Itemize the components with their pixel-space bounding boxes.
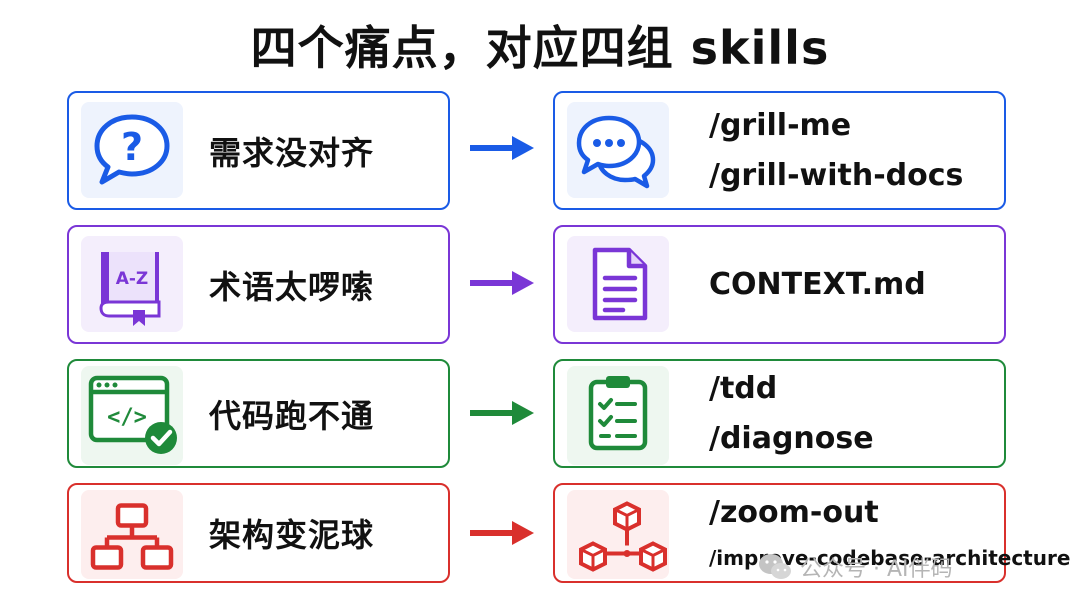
skill-command: CONTEXT.md xyxy=(709,266,926,302)
svg-text:?: ? xyxy=(121,125,143,169)
svg-text:</>: </> xyxy=(107,405,147,430)
glossary-book-icon: A-Z xyxy=(99,252,161,326)
watermark-text: 公众号 · AI伴码 xyxy=(800,557,953,582)
skill-icon-tile xyxy=(567,490,669,579)
pain-card-architecture: 架构变泥球 xyxy=(67,483,450,583)
pain-card-terminology: A-Z 术语太啰嗦 xyxy=(67,225,450,344)
pain-label: 术语太啰嗦 xyxy=(209,267,375,306)
pain-card-code: </> 代码跑不通 xyxy=(67,359,450,468)
skill-icon-tile xyxy=(567,236,669,332)
skill-command: /grill-with-docs xyxy=(709,157,964,193)
skill-list: /grill-me /grill-with-docs xyxy=(709,93,998,208)
arrow-right-icon xyxy=(470,271,534,295)
pain-label: 需求没对齐 xyxy=(209,133,375,172)
document-icon xyxy=(592,247,648,321)
watermark: 公众号 · AI伴码 xyxy=(758,550,953,584)
pain-icon-tile: A-Z xyxy=(81,236,183,332)
skill-list: /zoom-out /improve-codebase-architecture xyxy=(709,485,1070,581)
arrow-right-icon xyxy=(470,521,534,545)
pain-icon-tile: ? xyxy=(81,102,183,198)
pain-label: 代码跑不通 xyxy=(209,396,375,435)
skill-icon-tile xyxy=(567,366,669,465)
skill-command: /zoom-out xyxy=(709,495,879,530)
skill-command: /diagnose xyxy=(709,420,874,456)
pain-label: 架构变泥球 xyxy=(209,516,375,554)
skill-card-code: /tdd /diagnose xyxy=(553,359,1006,468)
pain-icon-tile: </> xyxy=(81,366,183,465)
hierarchy-icon xyxy=(90,503,174,570)
skill-list: /tdd /diagnose xyxy=(709,361,998,466)
chat-bubbles-icon xyxy=(576,115,656,189)
code-window-check-icon: </> xyxy=(88,375,177,454)
module-cubes-icon xyxy=(579,501,667,572)
skill-command: /grill-me xyxy=(709,107,852,143)
skill-card-terminology: CONTEXT.md xyxy=(553,225,1006,344)
question-bubble-icon: ? xyxy=(94,114,170,185)
arrow-right-icon xyxy=(470,401,534,425)
skill-icon-tile xyxy=(567,102,669,198)
pain-icon-tile xyxy=(81,490,183,579)
checklist-clipboard-icon xyxy=(588,376,648,451)
wechat-icon xyxy=(759,554,791,579)
skill-card-requirements: /grill-me /grill-with-docs xyxy=(553,91,1006,210)
pain-card-requirements: ? 需求没对齐 xyxy=(67,91,450,210)
book-label: A-Z xyxy=(116,269,149,289)
page-title: 四个痛点，对应四组 skills xyxy=(250,21,830,75)
arrow-right-icon xyxy=(470,136,534,160)
skill-list: CONTEXT.md xyxy=(709,227,998,342)
skill-command: /tdd xyxy=(709,370,778,406)
